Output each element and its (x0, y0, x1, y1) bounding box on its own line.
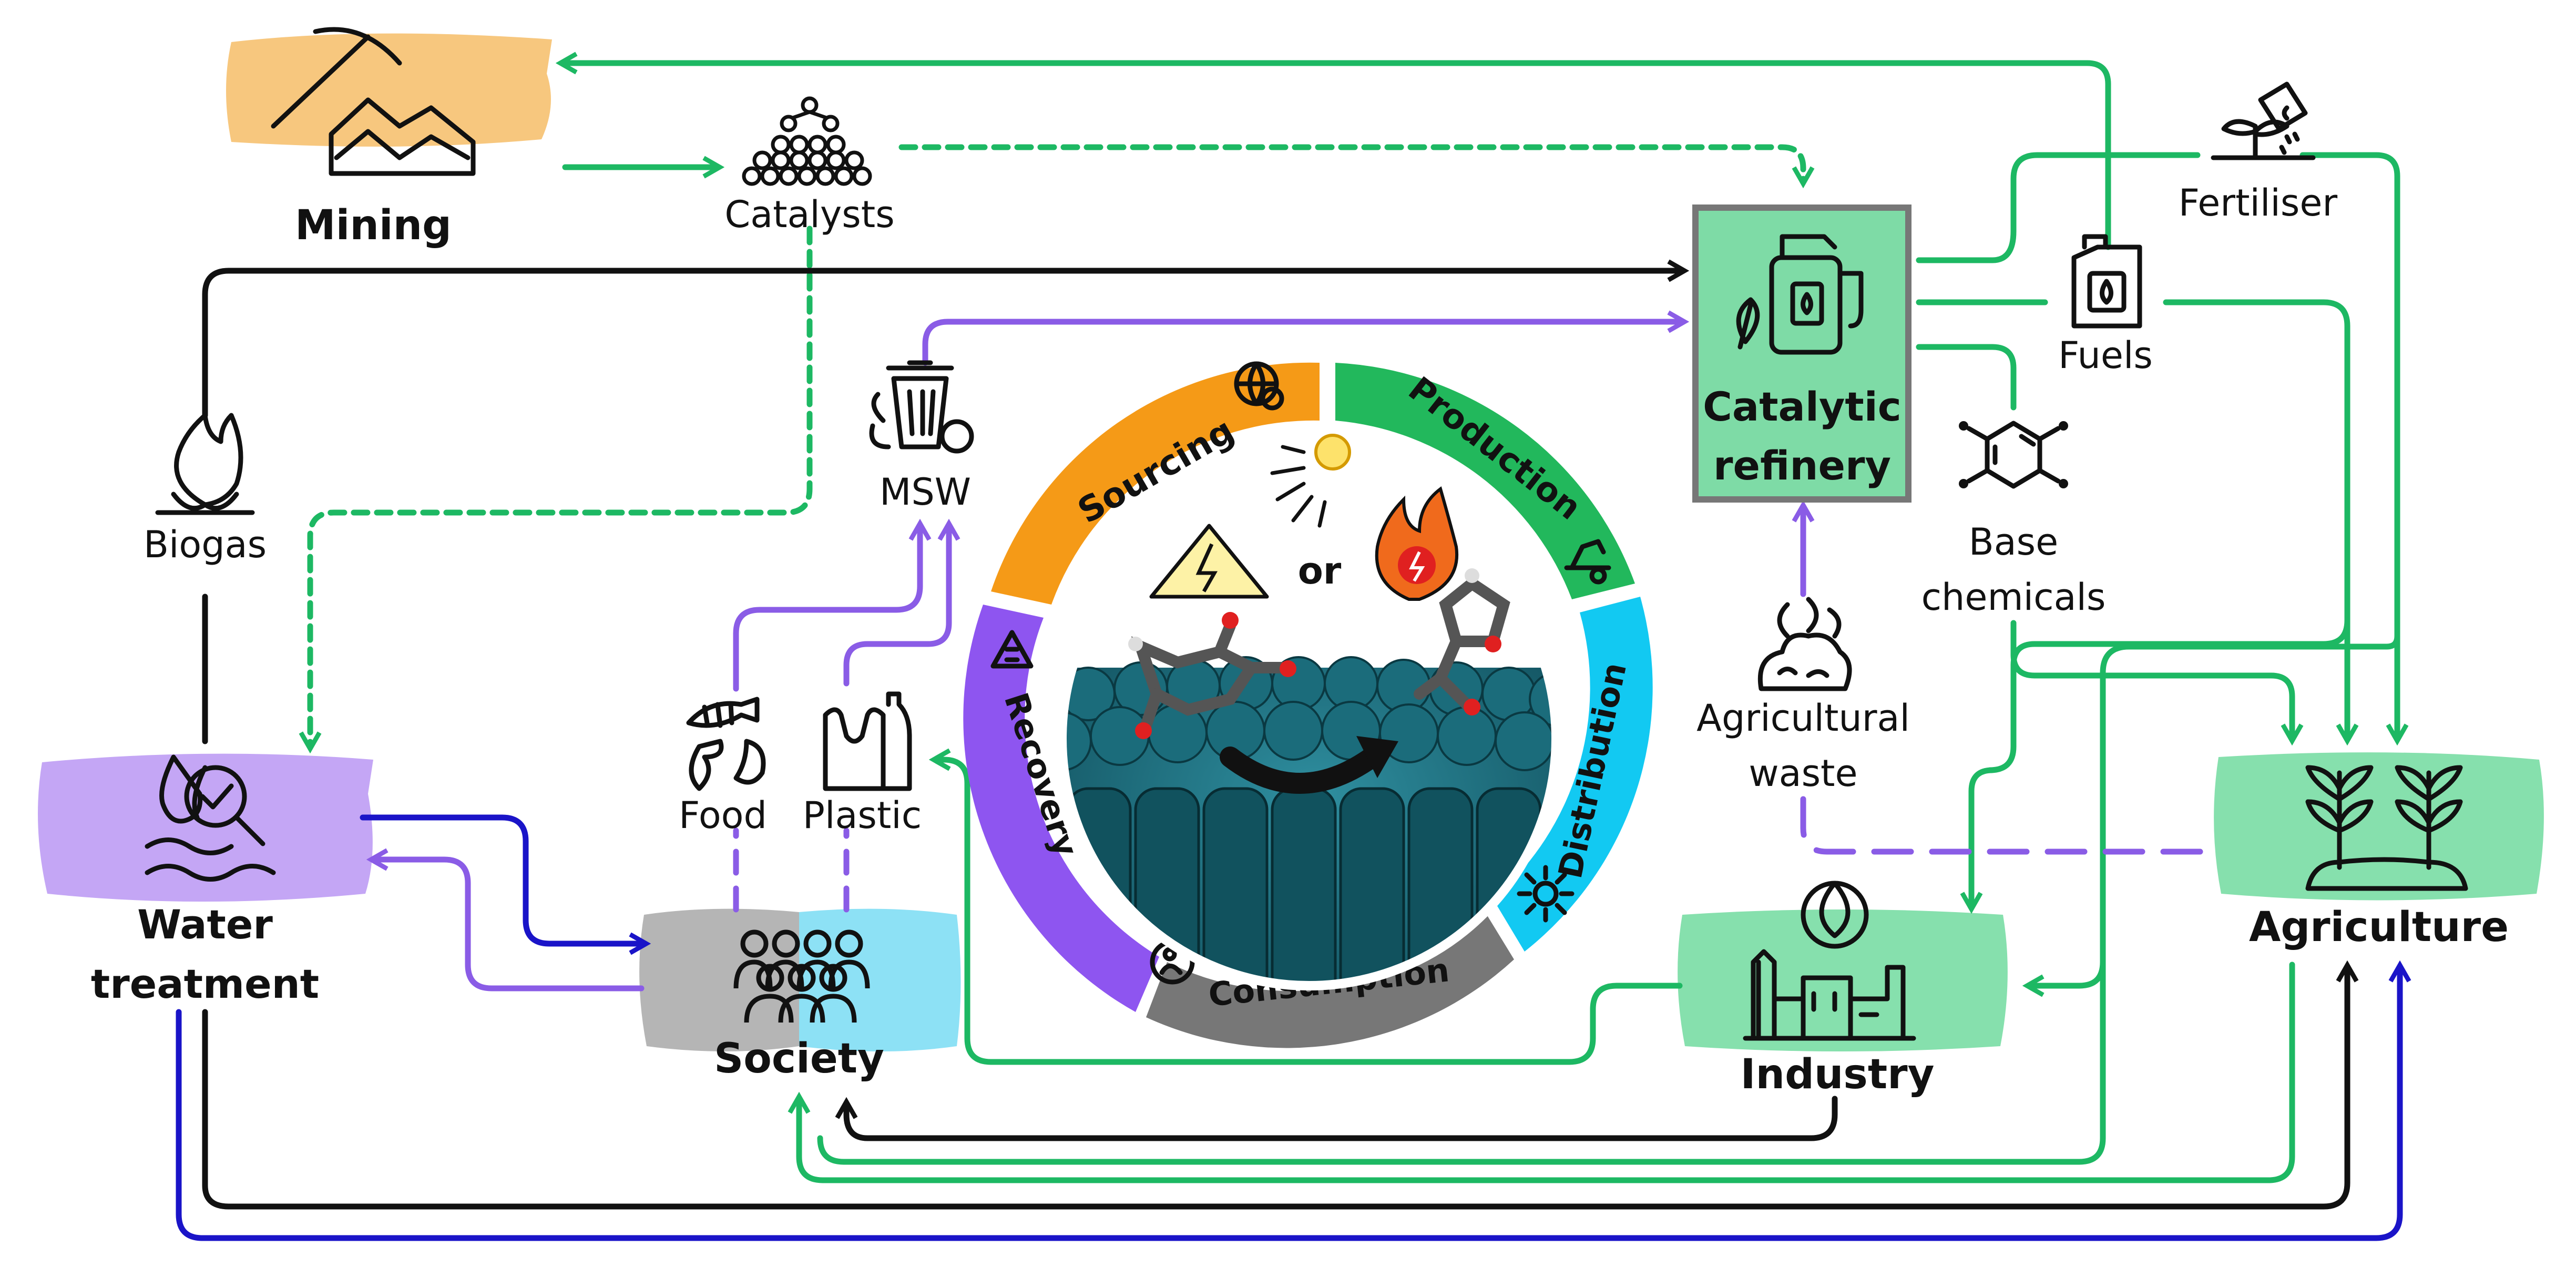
catalytic-refinery-node: Catalytic refinery (1692, 205, 1911, 503)
water-label-line1: Water (137, 901, 273, 948)
furan-molecule (1414, 568, 1510, 715)
jerrycan-icon (2071, 234, 2142, 329)
base-chemicals-node: Base chemicals (1921, 421, 2106, 619)
connector-arrows (176, 52, 2411, 1241)
arrow-msw-to-refinery (922, 310, 1690, 366)
fertiliser-icon (2211, 81, 2316, 160)
arrow-biogas-to-refinery (202, 259, 1690, 418)
fuels-node: Fuels (2058, 234, 2153, 377)
arrow-industry-to-society-green (817, 959, 2106, 1165)
arrow-refinery-to-base-chemicals (1916, 344, 2017, 411)
food-waste-icon (686, 697, 766, 791)
arrow-catalysts-to-water-dashed (299, 226, 813, 754)
arrow-water-to-society (360, 814, 651, 955)
catalysts-node: Catalysts (724, 96, 895, 236)
production-segment (1335, 363, 1635, 599)
plants-icon (2305, 765, 2468, 891)
catalysts-label: Catalysts (724, 193, 894, 236)
refinery-label-line1: Catalytic (1703, 383, 1902, 430)
base-label-line2: chemicals (1921, 576, 2106, 619)
arrow-water-to-agriculture-blue (176, 960, 2411, 1241)
agriculture-background (2214, 752, 2544, 901)
catalyst-pyramid-icon (742, 96, 872, 186)
waste-bin-icon (869, 360, 974, 454)
arrow-agriculture-to-industry (2022, 622, 2400, 997)
distribution-network-icon (1517, 865, 1575, 923)
society-grey-background (639, 908, 799, 1051)
agri-waste-label-line1: Agricultural (1696, 697, 1910, 740)
arrow-catalysts-to-refinery-dashed (898, 144, 1815, 189)
biogas-label: Biogas (144, 523, 267, 566)
arrow-fertiliser-to-mining (555, 52, 2111, 250)
arrow-plastic-to-msw (843, 518, 960, 687)
arrow-fuels-to-agriculture (2163, 299, 2359, 746)
arrow-society-to-water (366, 848, 645, 991)
water-drops-icon (145, 754, 276, 882)
arrow-agriculture-to-agricultural-waste-dashed (1800, 796, 2203, 855)
msw-node: MSW (869, 360, 974, 514)
globe-search-icon (1234, 361, 1284, 411)
base-label-line1: Base (1969, 520, 2058, 564)
fertiliser-node: Fertiliser (2179, 81, 2338, 224)
society-label: Society (714, 1035, 884, 1082)
food-node: Food (679, 697, 767, 837)
sourcing-segment (991, 362, 1320, 605)
refinery-label-line2: refinery (1713, 442, 1891, 489)
agricultural-waste-node: Agricultural waste (1696, 597, 1910, 795)
consumption-segment (1146, 912, 1514, 1048)
recovery-segment (963, 605, 1159, 1012)
or-label: or (1298, 549, 1342, 592)
pickaxe-icon (271, 27, 476, 176)
arrow-fertiliser-to-agriculture (2299, 152, 2409, 746)
high-voltage-icon (1149, 524, 1269, 599)
arrow-agriculture-to-society (788, 962, 2295, 1183)
water-label-line2: treatment (91, 960, 319, 1007)
mining-node: Mining (271, 27, 476, 249)
mining-label: Mining (295, 202, 452, 249)
water-treatment-node: Water treatment (91, 754, 319, 1007)
fuel-pump-icon (1736, 234, 1864, 355)
msw-label: MSW (880, 471, 971, 514)
benzene-icon (1959, 421, 2068, 489)
arrow-industry-to-society-black (835, 1096, 1838, 1141)
agri-waste-label-line2: waste (1749, 752, 1857, 795)
arrow-base-to-agriculture (2010, 620, 2304, 746)
agriculture-node: Agriculture (2249, 765, 2509, 951)
fuels-label: Fuels (2058, 334, 2153, 377)
arrow-food-to-msw (733, 518, 932, 692)
consumer-icon (1150, 939, 1195, 985)
flame-icon (1375, 486, 1459, 601)
plastic-node: Plastic (803, 691, 922, 837)
conveyor-robot-icon (1564, 539, 1611, 585)
factory-icon (1743, 881, 1916, 1041)
compost-icon (1757, 597, 1852, 691)
food-label: Food (679, 794, 767, 837)
mining-background (226, 33, 552, 147)
people-group-icon (733, 929, 870, 1023)
biogas-node: Biogas (144, 413, 267, 566)
water-background (38, 753, 373, 902)
plastic-label: Plastic (803, 794, 922, 837)
arrow-industry-to-recovery (928, 748, 1683, 1065)
industry-label: Industry (1741, 1051, 1935, 1098)
industry-node: Industry (1741, 881, 1935, 1098)
glucose-molecule (1128, 612, 1296, 739)
recycle-icon (990, 630, 1034, 669)
reaction-arrow (1220, 747, 1383, 794)
arrow-refinery-to-fertiliser (1916, 152, 2201, 263)
sunlight-icon (1270, 434, 1351, 528)
biogas-flame-icon (155, 413, 255, 515)
society-node: Society (714, 929, 884, 1082)
fertiliser-label: Fertiliser (2179, 181, 2338, 224)
plastic-bag-bottle-icon (823, 691, 912, 791)
value-cycle: Sourcing Production Distribution Consump… (963, 361, 1653, 1048)
distribution-segment (1493, 597, 1653, 952)
arrow-fuels-to-industry (1960, 617, 2350, 914)
agriculture-label: Agriculture (2249, 904, 2509, 951)
arrow-water-to-agriculture-black (202, 960, 2359, 1210)
